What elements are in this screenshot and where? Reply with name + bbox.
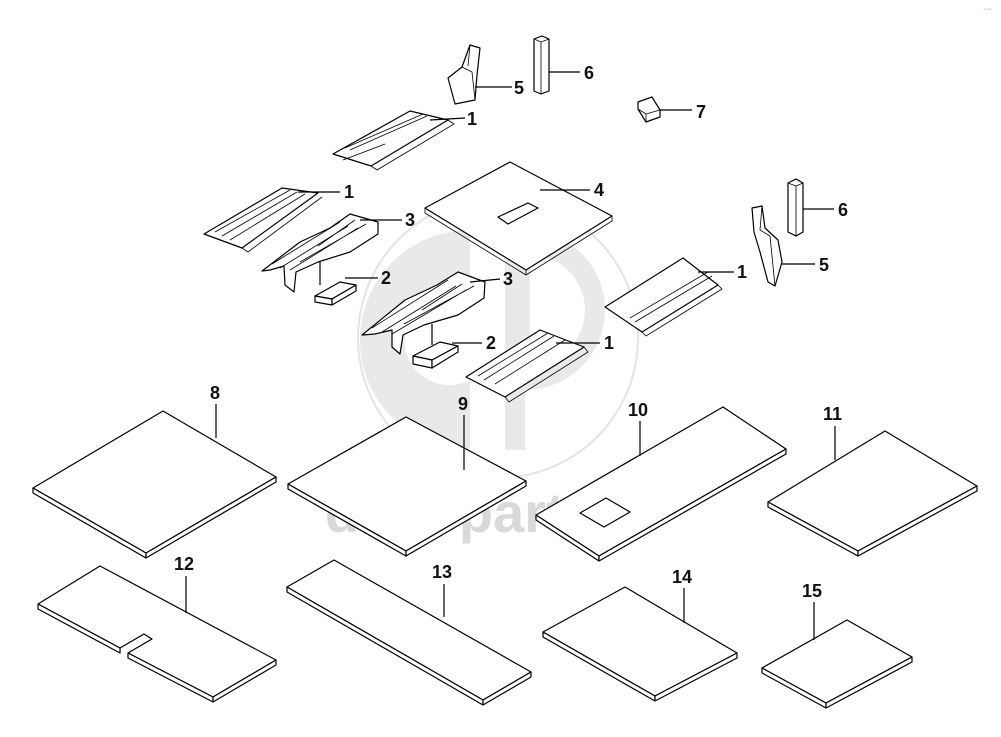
callout-3: 3: [503, 269, 513, 289]
part-3-left: [261, 213, 379, 293]
callout-2: 2: [381, 268, 391, 288]
board-9: [287, 416, 527, 557]
part-5-right: [751, 205, 783, 287]
callout-15: 15: [802, 581, 822, 601]
callout-8: 8: [210, 383, 220, 403]
part-1-right: [604, 257, 723, 337]
part-2-left: [314, 281, 357, 306]
callout-13: 13: [432, 562, 452, 582]
callout-5: 5: [819, 255, 829, 275]
part-4: [424, 161, 613, 276]
callout-6: 6: [584, 63, 594, 83]
callout-1: 1: [344, 182, 354, 202]
callout-3: 3: [405, 210, 415, 230]
callout-1: 1: [467, 109, 477, 129]
part-6-right: [787, 178, 804, 237]
board-10: [535, 406, 787, 562]
callout-6: 6: [838, 200, 848, 220]
board-15: [761, 619, 913, 709]
callout-7: 7: [696, 102, 706, 122]
callouts: 5 6 7 1 1 4 3 2 3 2 1 1 6 5 8 9 10 11 12…: [174, 63, 848, 601]
part-7: [637, 96, 661, 123]
part-1-left: [203, 187, 323, 253]
part-1-mid: [465, 329, 589, 403]
callout-5: 5: [514, 78, 524, 98]
board-8: [32, 410, 277, 559]
board-11: [767, 430, 978, 557]
callout-14: 14: [672, 567, 692, 587]
callout-12: 12: [174, 554, 194, 574]
callout-9: 9: [458, 394, 468, 414]
callout-1: 1: [604, 333, 614, 353]
part-5-top: [447, 44, 481, 105]
callout-1: 1: [737, 262, 747, 282]
callout-10: 10: [628, 400, 648, 420]
callout-2: 2: [486, 333, 496, 353]
leader-lines: [185, 71, 836, 640]
part-2-mid: [412, 341, 459, 369]
part-3-mid: [361, 271, 486, 355]
board-14: [542, 586, 738, 702]
callout-4: 4: [594, 180, 604, 200]
board-13: [286, 559, 532, 706]
part-1-top: [332, 110, 455, 171]
corner-mark: ~~: [983, 5, 993, 14]
part-6-top: [533, 35, 550, 95]
board-12: [37, 565, 277, 703]
callout-11: 11: [823, 404, 842, 424]
